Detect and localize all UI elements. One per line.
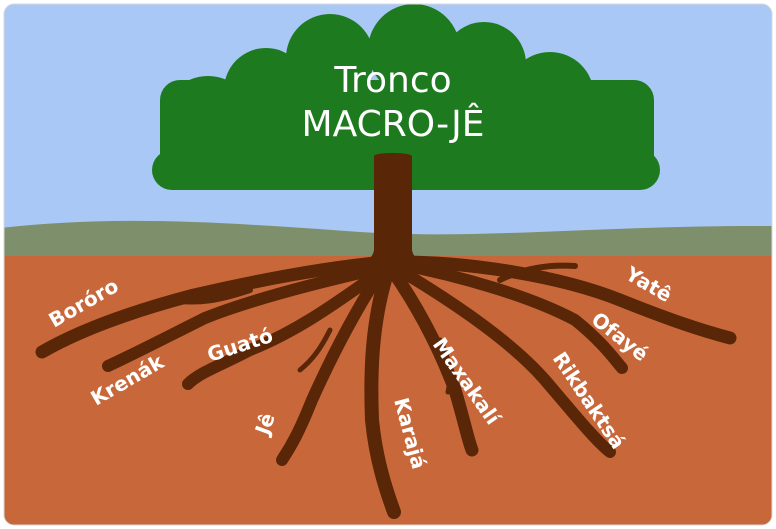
diagram-title-line2: MACRO-JÊ	[302, 103, 485, 145]
diagram-title-line1: Tronco	[333, 60, 451, 101]
